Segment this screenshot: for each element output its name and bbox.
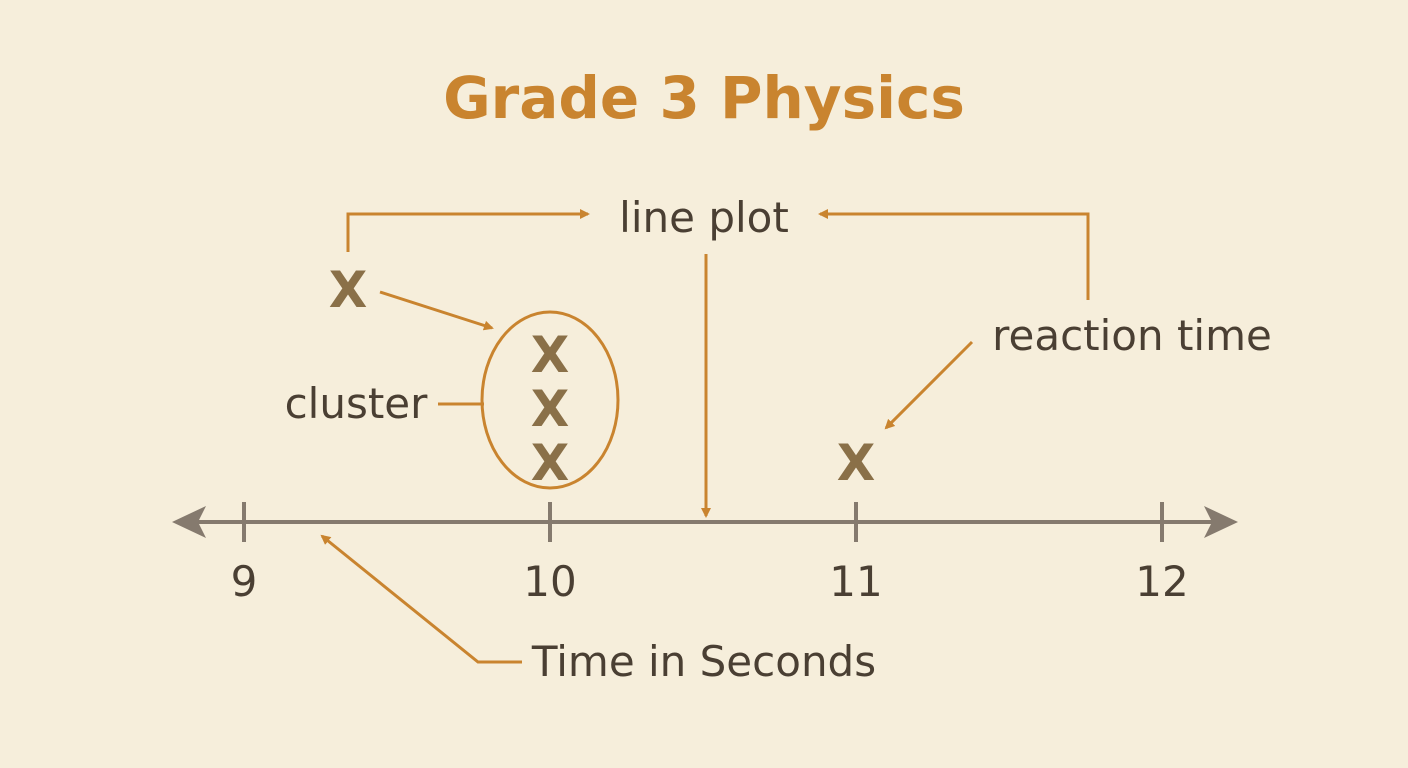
reaction-time-label: reaction time: [992, 311, 1272, 360]
tick-label-11: 11: [829, 557, 882, 606]
tick-label-10: 10: [523, 557, 576, 606]
tick-label-9: 9: [231, 557, 258, 606]
number-line-right-arrow: [1204, 506, 1238, 538]
number-line-left-arrow: [172, 506, 206, 538]
x-mark-10-2: X: [531, 380, 570, 438]
tick-label-12: 12: [1135, 557, 1188, 606]
callout-x-to-cluster: [379, 290, 494, 331]
tick-group: 9 10 11 12: [231, 502, 1189, 606]
cluster-label: cluster: [285, 379, 429, 428]
callout-reaction-time: [884, 340, 974, 430]
x-mark-10-3: X: [531, 326, 570, 384]
line-plot-label: line plot: [619, 193, 789, 242]
axis-title: Time in Seconds: [531, 637, 876, 686]
callout-axis-title: [320, 534, 522, 664]
x-mark-11-1: X: [837, 434, 876, 492]
callout-line-plot-right: [818, 209, 1090, 300]
x-mark-sample: X: [329, 261, 368, 319]
callout-line-plot-left: [346, 209, 590, 252]
page-title: Grade 3 Physics: [443, 64, 965, 132]
cluster-ellipse: [480, 310, 620, 490]
x-mark-10-1: X: [531, 434, 570, 492]
